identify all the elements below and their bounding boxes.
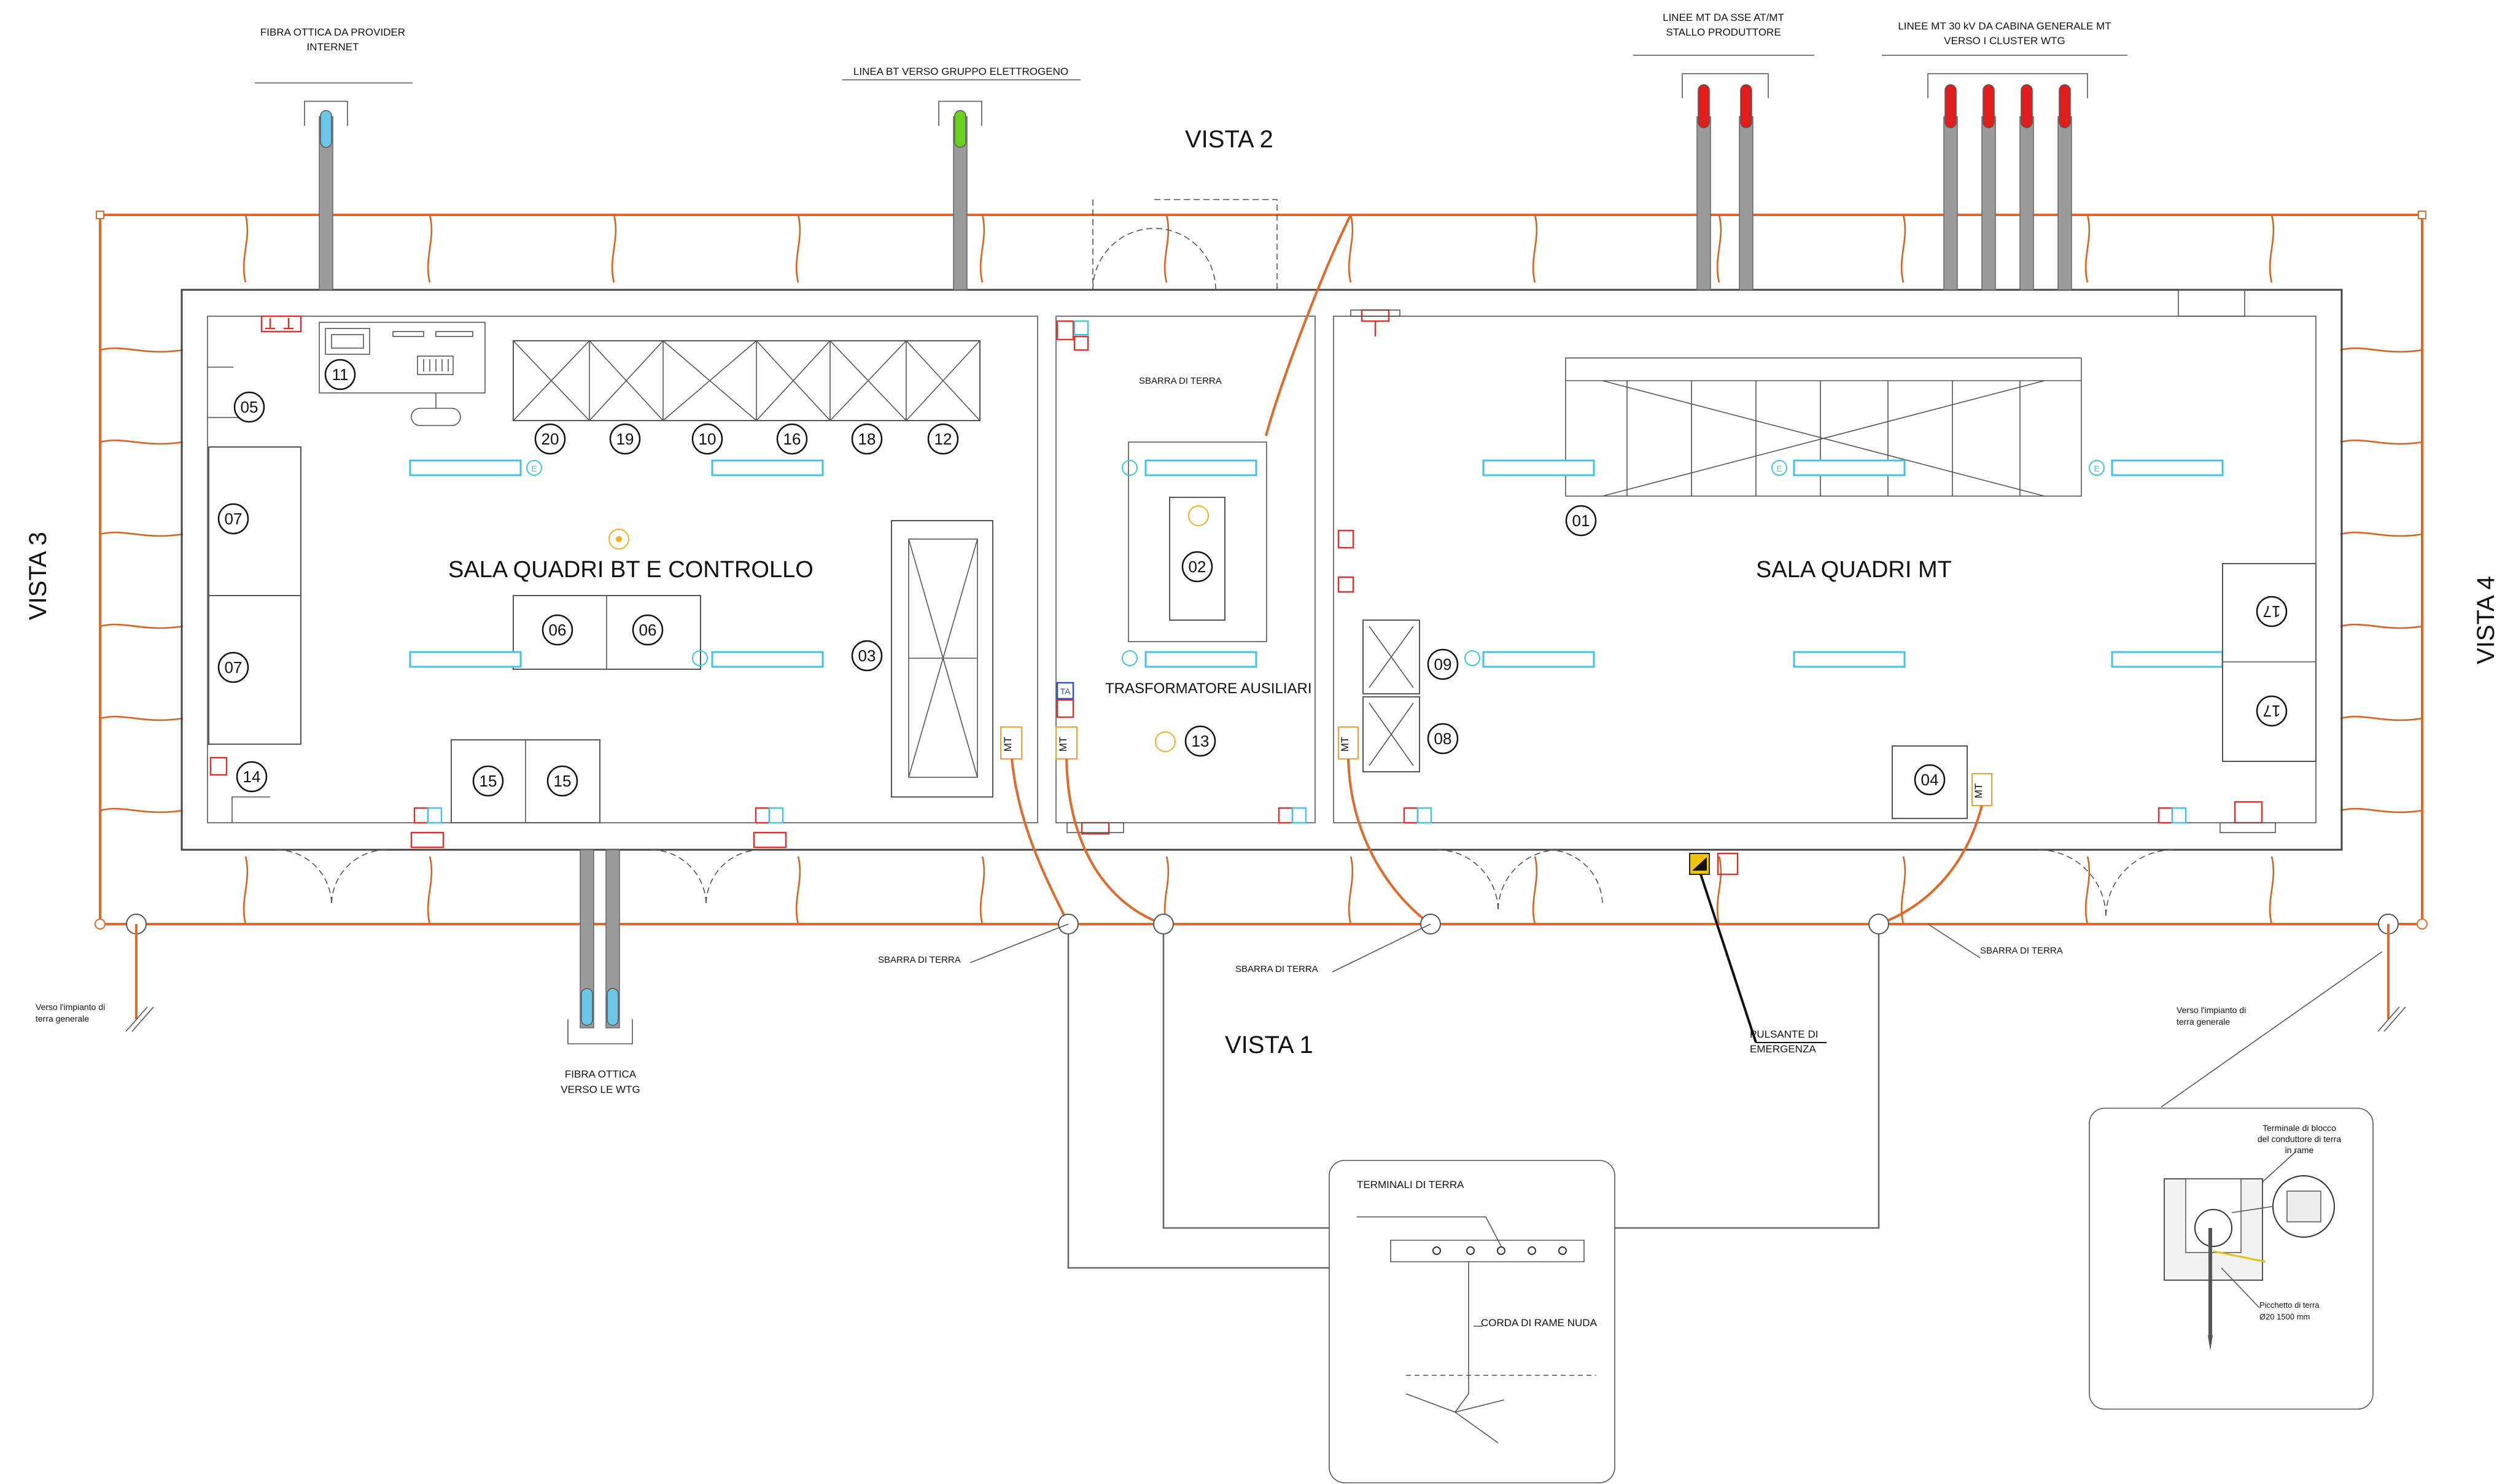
view-labels: VISTA 2 VISTA 1 VISTA 3 VISTA 4	[25, 126, 2499, 1059]
mt-sse-line2: STALLO PRODUTTORE	[1666, 26, 1781, 38]
fibre-provider-line2: INTERNET	[307, 41, 359, 53]
num-06-b: 06	[639, 621, 657, 639]
misc-labels: SBARRA DI TERRA SBARRA DI TERRA SBARRA D…	[36, 376, 2341, 1329]
picchetto-1: Picchetto di terra	[2259, 1300, 2320, 1310]
e-tag-2: E	[1776, 464, 1782, 473]
num-15-b: 15	[554, 772, 572, 790]
num-16: 16	[783, 430, 801, 448]
earth-ring	[95, 211, 2428, 1032]
view-left-label: VISTA 3	[25, 532, 52, 620]
room-bt-label: SALA QUADRI BT E CONTROLLO	[448, 557, 814, 583]
num-07-a: 07	[225, 510, 243, 528]
terminale-blocco-1: Terminale di blocco	[2262, 1123, 2336, 1133]
mt-sse-line1: LINEE MT DA SSE AT/MT	[1663, 12, 1784, 23]
num-20: 20	[542, 430, 559, 448]
num-12: 12	[934, 430, 952, 448]
bt-board-row: 20 19 10 16 18 12	[534, 423, 959, 455]
mt-cluster-line2: VERSO I CLUSTER WTG	[1944, 35, 2065, 47]
num-05: 05	[241, 398, 258, 416]
sbarra-trafo-label: SBARRA DI TERRA	[1139, 376, 1222, 386]
num-09: 09	[1434, 655, 1452, 674]
num-13: 13	[1192, 732, 1210, 750]
incoming-conduits	[304, 73, 2088, 1044]
trafo-room	[1055, 320, 1307, 835]
equipment-numbers: 20 19 10 16 18 12 11 05 07 07 06 06 03 1…	[217, 359, 2288, 797]
num-14: 14	[243, 767, 261, 786]
mt-tag-1: MT	[1002, 737, 1014, 752]
view-top-label: VISTA 2	[1185, 126, 1273, 153]
num-19: 19	[616, 430, 634, 448]
view-bottom-label: VISTA 1	[1225, 1031, 1313, 1059]
bt-generator-label: LINEA BT VERSO GRUPPO ELETTROGENO	[853, 66, 1068, 77]
num-02: 02	[1189, 557, 1206, 576]
num-03: 03	[858, 647, 876, 665]
terminali-detail	[1329, 1160, 1615, 1483]
num-04: 04	[1921, 771, 1939, 789]
view-right-label: VISTA 4	[2472, 576, 2499, 664]
mt-tag-3: MT	[1339, 737, 1351, 752]
room-trafo-label: TRASFORMATORE AUSILIARI	[1105, 680, 1312, 697]
emergency-line1: PULSANTE DI	[1750, 1028, 1818, 1040]
fibre-wtg-line1: FIBRA OTTICA	[565, 1068, 637, 1080]
terminali-title: TERMINALI DI TERRA	[1357, 1179, 1464, 1191]
terminale-blocco-2: del conduttore di terra	[2258, 1134, 2341, 1144]
num-17-a: 17	[2263, 602, 2281, 621]
e-tag-1: E	[531, 464, 537, 473]
e-tag-3: E	[2094, 464, 2099, 473]
doors	[276, 199, 2174, 918]
num-08: 08	[1434, 729, 1452, 748]
fibre-provider-line1: FIBRA OTTICA DA PROVIDER	[260, 26, 405, 38]
mt-cluster-line1: LINEE MT 30 kV DA CABINA GENERALE MT	[1898, 20, 2111, 32]
corda-label: CORDA DI RAME NUDA	[1481, 1317, 1598, 1329]
fibre-wtg-line2: VERSO LE WTG	[561, 1084, 640, 1095]
earth-general-right-2: terra generale	[2177, 1017, 2230, 1027]
building	[181, 289, 2343, 851]
mt-tag-2: MT	[1057, 737, 1069, 752]
earth-connections	[969, 214, 1983, 1269]
num-01: 01	[1572, 511, 1590, 530]
terminale-blocco-3: in rame	[2285, 1145, 2314, 1155]
num-06-a: 06	[549, 621, 567, 639]
picchetto-detail	[2089, 951, 2383, 1410]
sbarra-label-1: SBARRA DI TERRA	[878, 955, 961, 965]
earth-general-left-1: Verso l'impianto di	[36, 1002, 105, 1012]
mt-tag-4: MT	[1973, 783, 1984, 799]
num-07-b: 07	[225, 658, 243, 677]
emergency-line2: EMERGENZA	[1750, 1043, 1816, 1055]
ta-tag: TA	[1060, 686, 1071, 696]
earth-general-right-1: Verso l'impianto di	[2177, 1005, 2246, 1015]
sbarra-label-2: SBARRA DI TERRA	[1235, 964, 1318, 974]
incoming-labels: FIBRA OTTICA DA PROVIDER INTERNET LINEA …	[260, 12, 2111, 1095]
earth-general-left-2: terra generale	[36, 1014, 89, 1024]
room-labels: SALA QUADRI BT E CONTROLLO TRASFORMATORE…	[448, 557, 1952, 697]
num-18: 18	[858, 430, 876, 448]
num-15-a: 15	[480, 772, 497, 790]
num-11: 11	[332, 365, 349, 384]
num-17-b: 17	[2263, 702, 2281, 720]
picchetto-2: Ø20 1500 mm	[2259, 1312, 2310, 1321]
room-mt-label: SALA QUADRI MT	[1756, 557, 1952, 583]
mt-room	[1337, 309, 2317, 1043]
num-10: 10	[699, 430, 717, 448]
sbarra-label-3: SBARRA DI TERRA	[1980, 946, 2063, 956]
